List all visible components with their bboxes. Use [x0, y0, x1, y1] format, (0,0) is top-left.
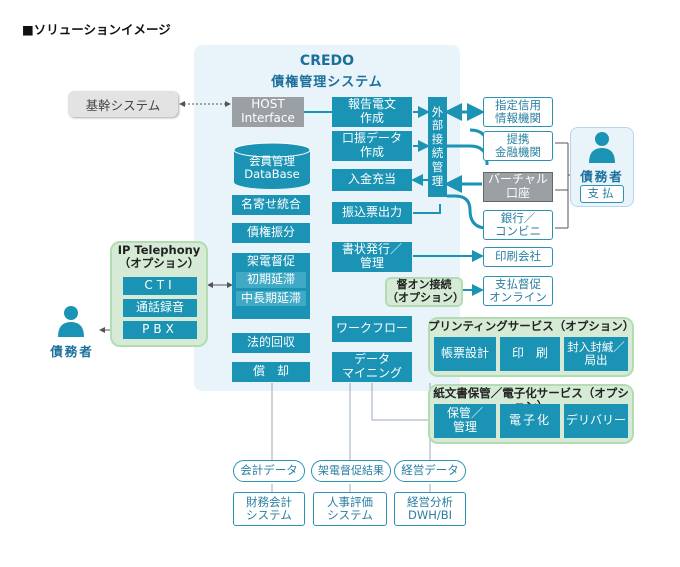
debtor-left-icon: [58, 306, 84, 337]
kofuri-data-box: 口振データ 作成: [332, 131, 412, 161]
keiei-data-box: 経営データ: [394, 460, 466, 482]
kaikei-data-box: 会計データ: [233, 460, 305, 482]
data-mining-box: データ マイニング: [332, 352, 412, 382]
keiei-bunseki-box: 経営分析 DWH/BI: [394, 492, 466, 526]
virtual-koza-box: バーチャル 口座: [483, 172, 553, 202]
shoki-entai-box: 初期延滞: [236, 271, 306, 288]
system-subtitle: 債権管理システム: [271, 75, 383, 90]
chohyo-sekkei-box: 帳票設計: [434, 337, 496, 371]
kaden-kekka-box: 架電督促結果: [311, 460, 391, 482]
cti-box: CTI: [123, 277, 197, 295]
funyu-fukan-box: 封入封緘／ 局出: [564, 337, 628, 371]
insatsu-box: 印 刷: [500, 337, 560, 371]
teikei-kinyu-box: 提携 金融機関: [483, 131, 553, 161]
denshika-box: 電子化: [500, 404, 560, 438]
tsuwa-rokuon-box: 通話録音: [123, 299, 197, 317]
debtor-right-icon: [589, 132, 615, 163]
shojo-hakko-box: 書状発行／ 管理: [332, 242, 412, 272]
debtor-right-label: 債務者: [580, 169, 624, 184]
gaibu-setsuzoku-box: 外 部 接 続 管 理: [428, 97, 447, 197]
database-icon: [233, 142, 311, 189]
chuchoki-entai-box: 中長期延滞: [236, 290, 306, 307]
kaden-tokusoku-box: 架電督促 初期延滞 中長期延滞: [232, 253, 310, 319]
workflow-box: ワークフロー: [332, 316, 412, 342]
furikomi-hyo-box: 振込票出力: [332, 202, 412, 224]
database-label: 会員管理 DataBase: [244, 154, 300, 182]
hokan-kanri-box: 保管／ 管理: [434, 404, 496, 438]
shiharai-box: 支払: [580, 185, 624, 203]
shokyaku-box: 償 却: [232, 362, 310, 382]
page-heading: ■ソリューションイメージ: [22, 22, 171, 37]
host-interface-box: HOST Interface: [232, 97, 304, 127]
nayose-box: 名寄せ統合: [232, 195, 310, 215]
hokoku-denbun-box: 報告電文 作成: [332, 97, 412, 127]
tokuon-setsuzoku-box: 督オン接続 （オプション）: [385, 277, 464, 307]
shiharai-online-box: 支払督促 オンライン: [483, 276, 553, 306]
zaimu-kaikei-box: 財務会計 システム: [233, 492, 305, 526]
nyukin-juto-box: 入金充当: [332, 169, 412, 191]
insatsu-kaisha-box: 印刷会社: [483, 247, 553, 267]
hoteki-kaishu-box: 法的回収: [232, 333, 310, 353]
debtor-left-label: 債務者: [50, 344, 94, 359]
shitei-shinyo-box: 指定信用 情報機関: [483, 97, 553, 127]
tokuon-label: 督オン接続 （オプション）: [387, 278, 464, 304]
saiken-furiwake-box: 債権振分: [232, 223, 310, 243]
ip-telephony-title: IP Telephony （オプション）: [117, 243, 201, 271]
kikan-system-box: 基幹システム: [68, 91, 178, 117]
pbx-box: PBX: [123, 321, 197, 339]
printing-service-title: プリンティングサービス（オプション）: [428, 319, 635, 333]
jinji-hyoka-box: 人事評価 システム: [313, 492, 387, 526]
kaden-tokusoku-label: 架電督促: [246, 254, 295, 268]
delivery-box: デリバリー: [564, 404, 628, 438]
ginko-conbini-box: 銀行／ コンビニ: [483, 210, 553, 240]
system-title: CREDO: [299, 53, 355, 69]
